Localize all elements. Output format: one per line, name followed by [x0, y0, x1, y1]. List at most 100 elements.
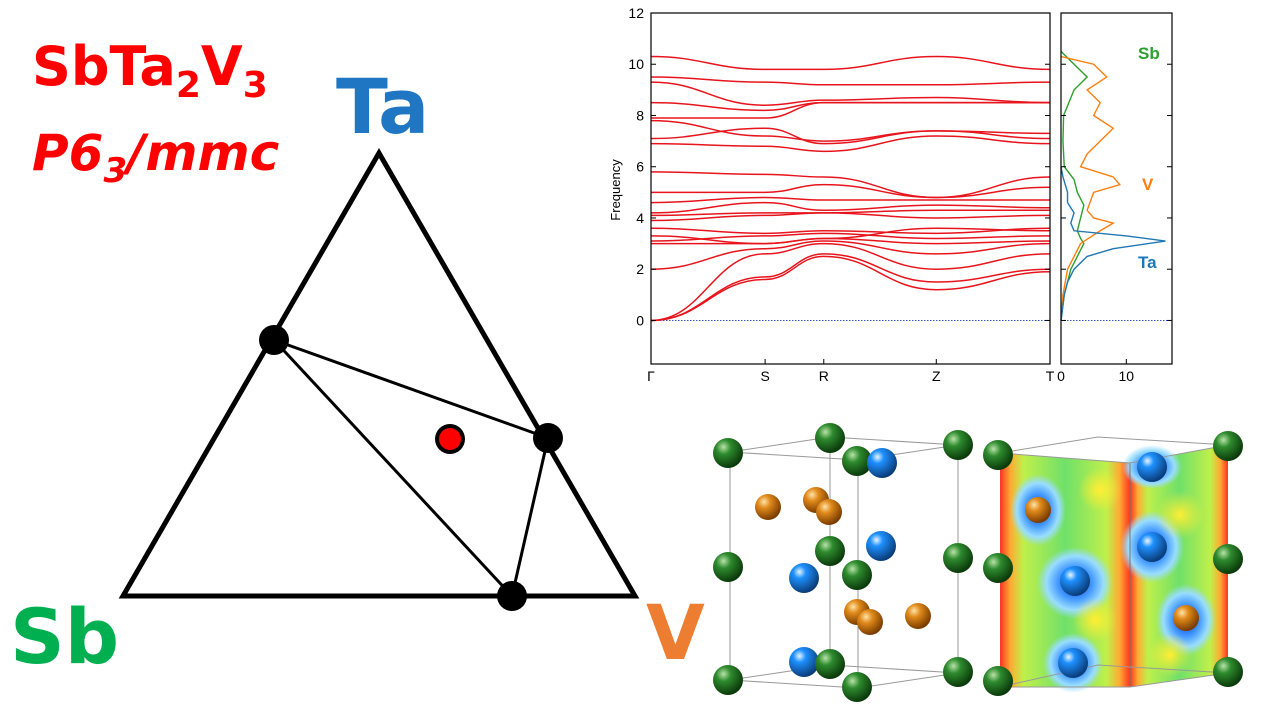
sb-atom [815, 536, 845, 566]
sb-atom [1213, 544, 1243, 574]
formula-subscript: 3 [242, 65, 268, 106]
tie-line [272, 338, 514, 598]
phonon-plot: 0 2 4 6 8 10 12Γ S R Z T 0 10 Frequency Sb V Ta [608, 5, 1173, 384]
y-tick-label: 8 [636, 107, 644, 123]
tie-line [510, 437, 550, 597]
sb-atom [713, 438, 743, 468]
vertex-label-sb: Sb [10, 592, 120, 681]
stable-phase-point [497, 581, 527, 611]
formula-subscript: 2 [175, 65, 201, 106]
vertex-label-v: V [646, 588, 705, 677]
sb-atom [842, 560, 872, 590]
band-line [650, 196, 1050, 204]
band-line [650, 127, 1051, 145]
dos-series [1060, 50, 1166, 321]
dos-line-ta [1060, 166, 1166, 321]
dos-axes: 0 10 [1057, 12, 1172, 384]
sb-atom [983, 666, 1013, 696]
x-tick-label: Z [932, 368, 941, 384]
v-atom [816, 499, 842, 525]
band-line [650, 240, 1051, 270]
sb-atom [842, 672, 872, 702]
sb-atom [713, 665, 743, 695]
v-atom [857, 609, 883, 635]
unit-cell-outline [729, 436, 959, 689]
dos-line-v [1060, 55, 1121, 321]
x-tick-label: R [819, 368, 829, 384]
ta-atom [1137, 532, 1167, 562]
y-axis-label: Frequency [608, 159, 623, 221]
band-series [650, 55, 1051, 322]
ta-atom [789, 647, 819, 677]
ternary-triangle [118, 148, 640, 599]
sb-atom [713, 552, 743, 582]
charge-density-map [1000, 445, 1228, 693]
v-atom [905, 603, 931, 629]
v-atom [755, 494, 781, 520]
spacegroup-part: P6 [32, 124, 104, 182]
y-tick-label: 6 [636, 159, 644, 175]
compound-formula: SbTa2V3 [32, 36, 268, 117]
band-line [650, 227, 1051, 245]
stable-phase-point [259, 325, 289, 355]
sb-atom [815, 649, 845, 679]
band-axes: 0 2 4 6 8 10 12Γ S R Z T [628, 5, 1054, 384]
band-line [650, 101, 1050, 112]
stable-phase-point [533, 423, 563, 453]
ta-atom [866, 531, 896, 561]
dos-x-tick-label: 0 [1057, 368, 1065, 384]
sb-atom [1213, 657, 1243, 687]
x-tick-label: S [760, 368, 769, 384]
sb-atom [943, 430, 973, 460]
band-line [650, 81, 1051, 106]
ta-atom [1060, 566, 1090, 596]
ta-atom [1058, 648, 1088, 678]
spacegroup-subscript: 3 [103, 151, 128, 191]
formula-part: V [200, 35, 243, 98]
y-tick-label: 2 [636, 261, 644, 277]
formula-part: SbTa [32, 35, 176, 98]
ta-atom [1137, 452, 1167, 482]
band-line [650, 242, 1051, 322]
atoms [713, 423, 1243, 702]
dos-legend-v: V [1142, 175, 1154, 194]
tie-line [273, 338, 549, 440]
band-line [651, 101, 1050, 119]
band-line [650, 253, 1051, 322]
sb-atom [1213, 431, 1243, 461]
dos-line-sb [1060, 50, 1089, 321]
sb-atom [983, 553, 1013, 583]
crystal-structure [713, 423, 1243, 702]
dos-x-tick-label: 10 [1119, 368, 1135, 384]
vertex-label-ta: Ta [336, 62, 430, 151]
band-line [650, 55, 1051, 71]
band-line [650, 119, 1051, 142]
sb-atom [815, 423, 845, 453]
dos-frame [1060, 12, 1173, 365]
band-line [650, 201, 1051, 214]
ternary-phase-diagram [118, 148, 640, 611]
band-line [650, 135, 1051, 153]
dos-legend-sb: Sb [1138, 44, 1160, 63]
band-line [650, 227, 1051, 235]
v-atom [1025, 497, 1051, 523]
x-tick-label: T [1046, 368, 1055, 384]
sb-atom [842, 446, 872, 476]
band-line [650, 183, 1051, 199]
band-line [650, 255, 1051, 322]
ta-atom [867, 448, 897, 478]
y-tick-label: 0 [636, 312, 644, 328]
y-tick-label: 4 [636, 210, 644, 226]
band-line [650, 171, 1051, 199]
v-atom [1173, 605, 1199, 631]
band-frame [650, 12, 1051, 365]
band-line [650, 209, 1050, 217]
target-compound-marker [439, 428, 461, 450]
spacegroup-part: /mmc [127, 124, 280, 182]
x-tick-label: Γ [647, 368, 655, 384]
dos-legend-ta: Ta [1138, 253, 1157, 272]
y-tick-label: 10 [628, 56, 644, 72]
band-line [650, 232, 1051, 242]
y-tick-label: 12 [628, 5, 644, 21]
band-line [650, 76, 1051, 86]
